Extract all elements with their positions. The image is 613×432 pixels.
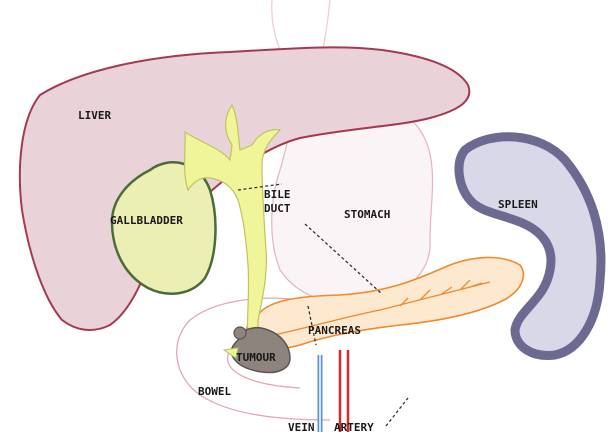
pancreas-label: PANCREAS xyxy=(308,324,361,337)
bile-duct-label-line2: DUCT xyxy=(264,202,291,215)
vein-label: VEIN xyxy=(288,421,315,432)
liver-label: LIVER xyxy=(78,109,111,122)
artery-leader xyxy=(386,398,408,426)
bile-duct-label-line1: BILE xyxy=(264,188,291,201)
tumour-label: TUMOUR xyxy=(236,351,276,364)
artery-vessel xyxy=(340,350,348,432)
bowel-label: BOWEL xyxy=(198,385,231,398)
gallbladder-label: GALLBLADDER xyxy=(110,214,183,227)
spleen-label: SPLEEN xyxy=(498,198,538,211)
spleen-shape xyxy=(459,137,601,356)
artery-label: ARTERY xyxy=(334,421,374,432)
stomach-label: STOMACH xyxy=(344,208,390,221)
tumour-nodule xyxy=(234,327,246,339)
